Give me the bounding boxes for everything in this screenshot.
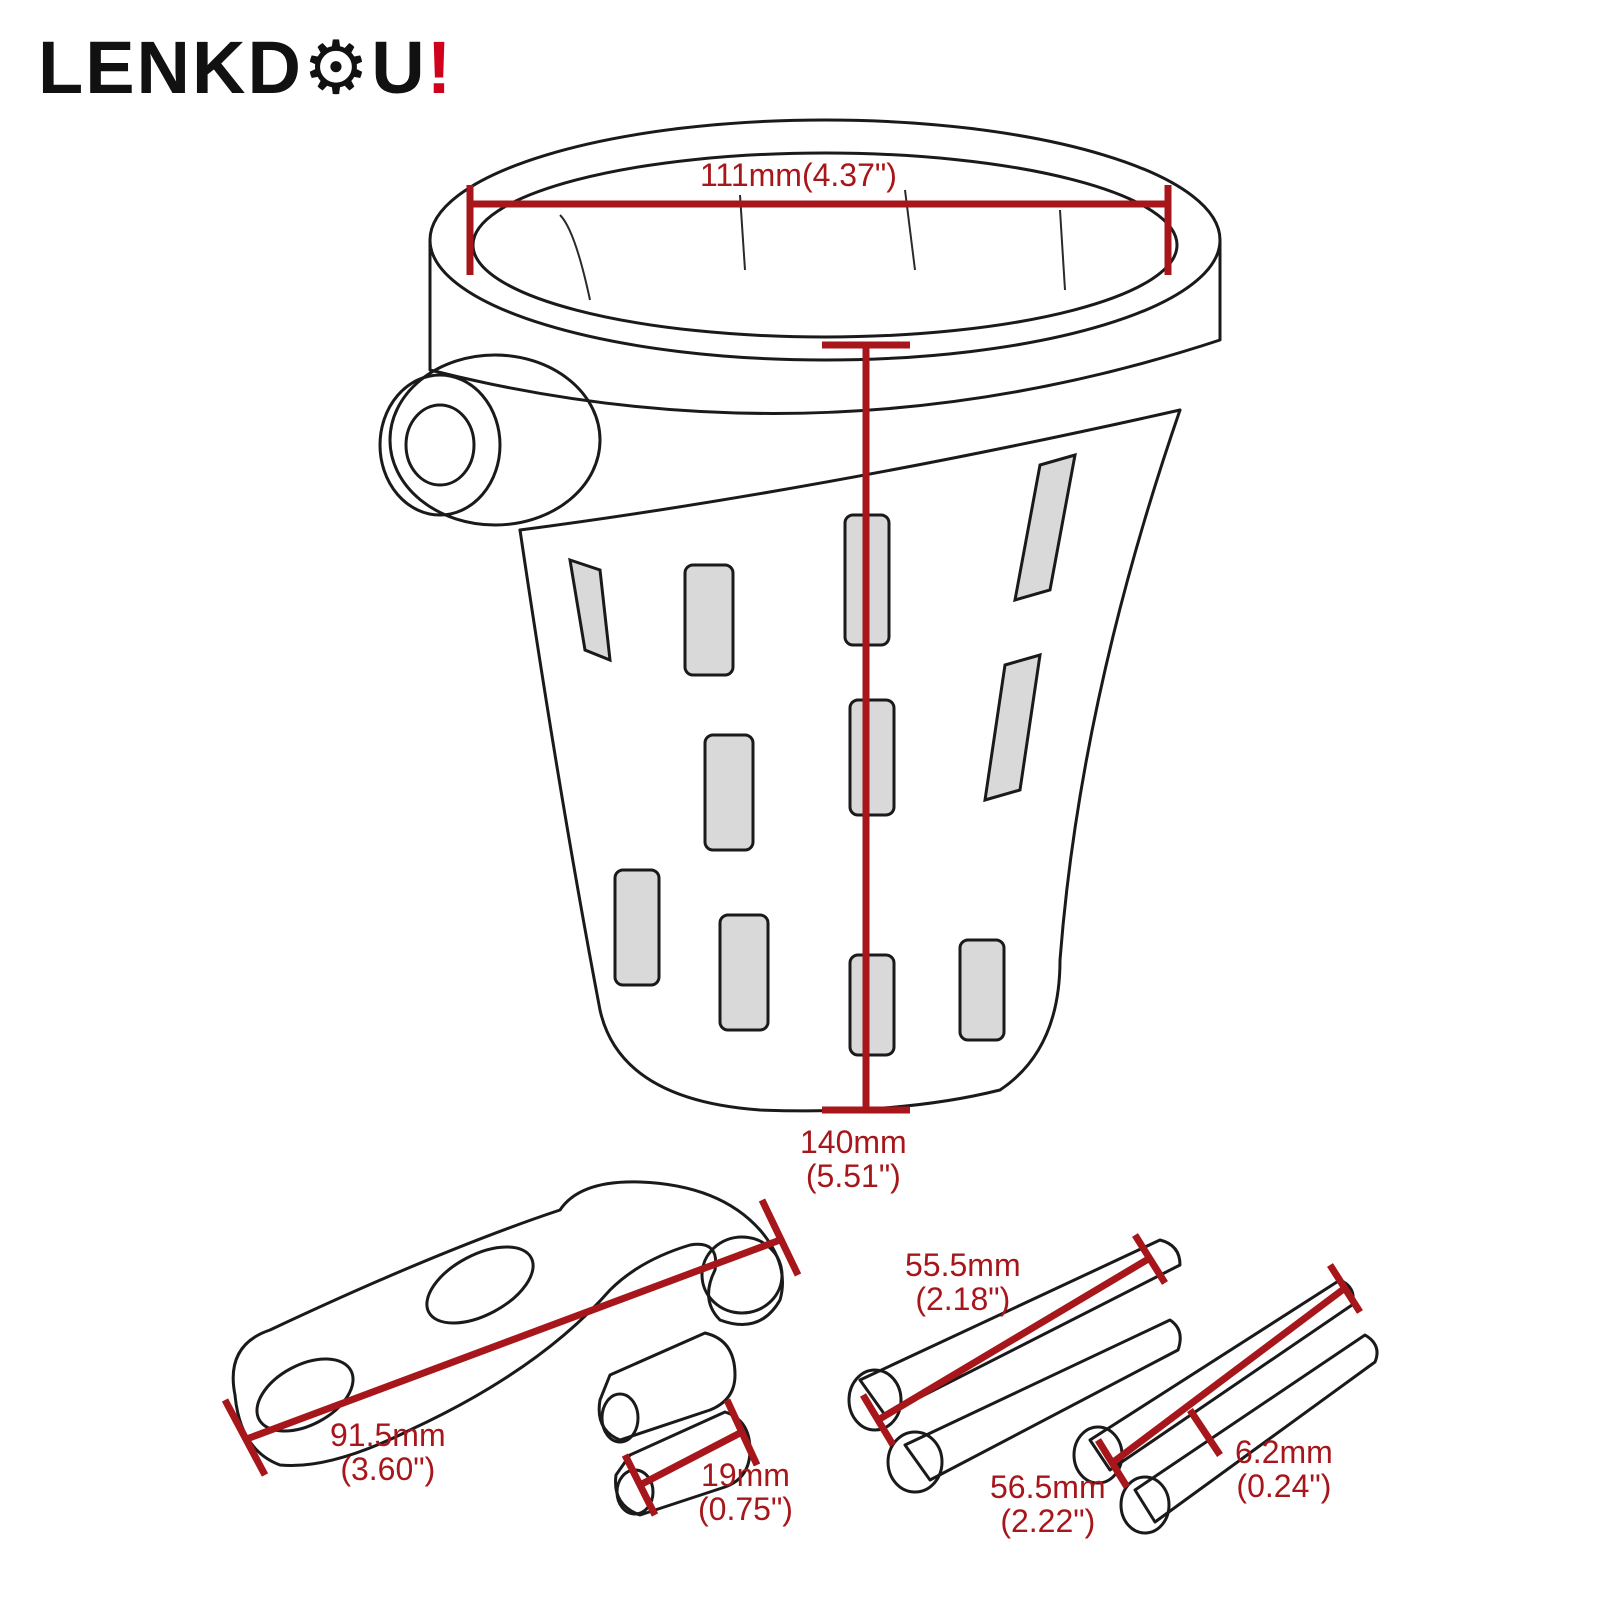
- bolt-diameter-label: 6.2mm (0.24"): [1235, 1434, 1333, 1504]
- logo-accent: !: [426, 26, 454, 109]
- bolt-medium-tick-left: [1095, 1438, 1130, 1489]
- cup-slot: [848, 698, 896, 817]
- cup-slot: [983, 652, 1042, 803]
- bracket-end: [700, 1235, 784, 1315]
- cup-slot: [1013, 452, 1077, 603]
- spacer-tick-left: [621, 1453, 659, 1517]
- spacer-dimension-lines: [621, 1398, 761, 1517]
- bracket-body: [231, 1180, 784, 1468]
- cup-prong: [1059, 209, 1066, 291]
- cup-band: [428, 238, 1222, 415]
- spacer-length-label: 19mm (0.75"): [698, 1457, 793, 1527]
- bolt-diameter-line: [1187, 1408, 1223, 1457]
- cup-rim-outer: [428, 118, 1222, 362]
- cup-band-lower: [518, 408, 1182, 532]
- cup-slot: [613, 868, 661, 987]
- bracket-length-label: 91.5mm (3.60"): [330, 1417, 446, 1487]
- bracket-length-line: [242, 1236, 782, 1444]
- cup-diameter-label: 111mm(4.37"): [700, 157, 897, 193]
- bolt-long-upper: [847, 1238, 1182, 1432]
- bracket-slot-lower: [255, 1357, 355, 1433]
- cup-knob: [378, 353, 602, 527]
- spacer-length-line: [638, 1428, 744, 1489]
- logo-text: LENKD: [38, 26, 303, 109]
- cup-slot: [958, 938, 1006, 1042]
- cup-slot: [718, 913, 770, 1032]
- spacer-upper-hole: [600, 1392, 640, 1444]
- bolt-long-lower: [886, 1318, 1182, 1494]
- logo-wheel-icon: ⚙: [302, 26, 372, 109]
- bolt-medium-line: [1109, 1285, 1348, 1466]
- cup-height-label: 140mm (5.51"): [800, 1124, 907, 1194]
- brand-logo: LENKD⚙U!: [38, 28, 453, 108]
- spacer-tick-right: [723, 1398, 761, 1467]
- bolt-medium-tick-right: [1327, 1263, 1363, 1314]
- spacer-upper: [597, 1331, 737, 1442]
- logo-text-end: U: [371, 26, 427, 109]
- bolt-long-label: 55.5mm (2.18"): [905, 1247, 1021, 1317]
- cup-dimension-lines: [466, 185, 1172, 1114]
- bracket-dimension-lines: [221, 1198, 802, 1477]
- bracket-tick-right: [758, 1198, 802, 1277]
- bolt-long-tick-right: [1132, 1233, 1168, 1285]
- bolt-medium-label: 56.5mm (2.22"): [990, 1469, 1106, 1539]
- bolt-medium-lower: [1119, 1333, 1379, 1535]
- bolt-dimension-lines: [859, 1233, 1363, 1489]
- cup-slot: [683, 563, 735, 677]
- cup-slot: [703, 733, 755, 852]
- bracket-slot-upper: [425, 1245, 535, 1325]
- bolt-long-line: [876, 1254, 1152, 1424]
- bolt-long-tick-left: [859, 1393, 897, 1447]
- mount-bracket-illustration: [231, 1180, 784, 1468]
- cup-holder-illustration: [378, 118, 1222, 1113]
- cup-slot: [568, 557, 612, 663]
- bracket-tick-left: [221, 1398, 269, 1477]
- cup-slot: [848, 953, 896, 1057]
- cup-prong: [559, 214, 591, 301]
